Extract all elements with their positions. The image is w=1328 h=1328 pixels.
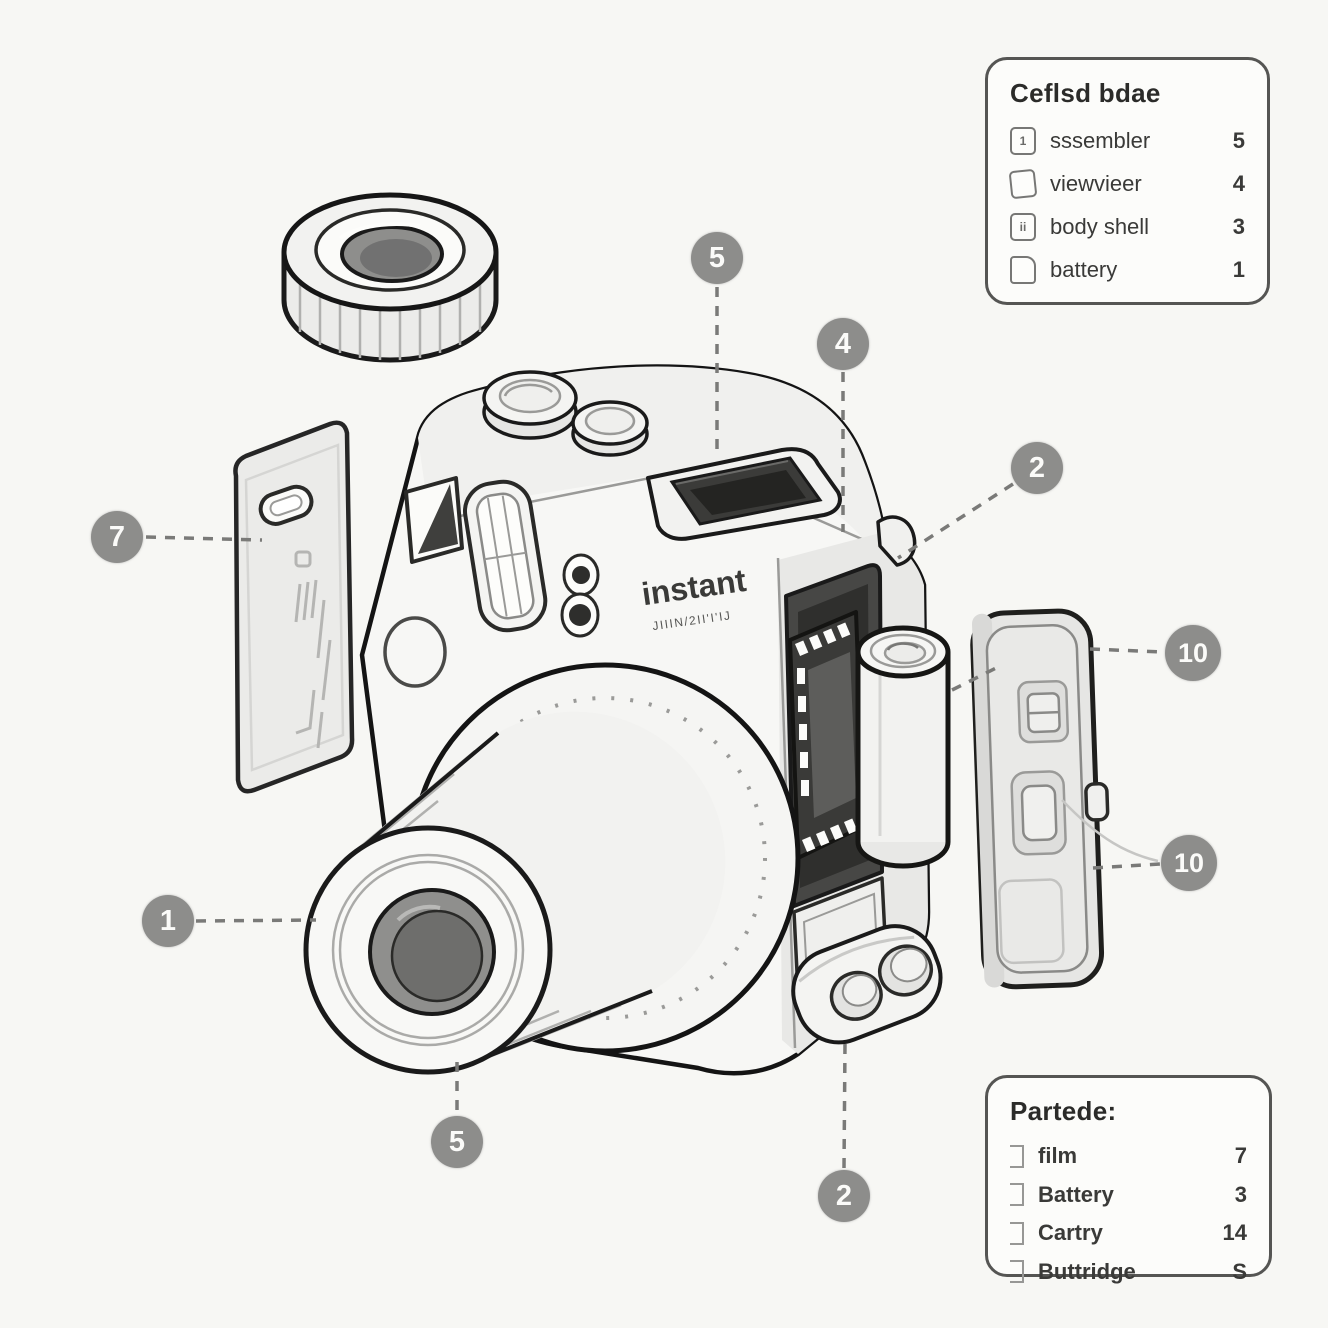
legend-row: Battery 3 [1010, 1176, 1247, 1215]
film-door [970, 608, 1110, 990]
callout-number: 2 [1028, 451, 1046, 484]
legend-bottom-title: Partede: [1010, 1096, 1117, 1126]
legend-box-bottom: Partede: film 7 Battery 3 Cartry 14 Butt… [985, 1075, 1272, 1284]
legend-label: battery [1050, 256, 1118, 282]
mode-dial [571, 400, 649, 457]
legend-row: Buttridge S [1010, 1253, 1247, 1292]
bracket-icon [1010, 1260, 1024, 1284]
film-strip [788, 610, 866, 860]
card-icon: ii [1010, 212, 1036, 241]
callout-number: 4 [834, 327, 852, 360]
callout-5-top: 5 [691, 232, 743, 284]
back-panel [233, 420, 355, 794]
button-pod [791, 924, 943, 1045]
legend-row: Cartry 14 [1010, 1214, 1247, 1253]
panel-wordmark [294, 550, 332, 749]
legend-row: viewvieer 4 [1008, 162, 1245, 205]
callout-5-bottom: 5 [431, 1116, 483, 1168]
shutter-dial [482, 370, 578, 440]
indicator-dots [560, 553, 600, 638]
light-sensor-port [383, 616, 447, 688]
callout-10-bottom: 10 [1161, 835, 1217, 891]
callout-2-bottom: 2 [818, 1170, 870, 1222]
legend-qty: 5 [1232, 127, 1245, 153]
door-recess-mid [1010, 770, 1067, 856]
legend-qty: 4 [1232, 170, 1245, 196]
callout-10-top: 10 [1165, 625, 1221, 681]
page-icon [1010, 255, 1036, 284]
callout-4: 4 [817, 318, 869, 370]
legend-qty: 3 [1234, 1181, 1247, 1207]
bracket-icon [1010, 1221, 1024, 1245]
tag-icon [1008, 168, 1038, 199]
legend-qty: S [1232, 1258, 1247, 1284]
legend-qty: 1 [1232, 256, 1245, 282]
legend-row: 1 sssembler 5 [1010, 119, 1245, 162]
legend-label: sssembler [1050, 127, 1151, 153]
front-viewfinder [463, 479, 548, 633]
callout-number: 1 [159, 904, 177, 937]
legend-label: Battery [1038, 1181, 1114, 1207]
lens-cap [281, 192, 499, 363]
door-recess-top [1017, 679, 1070, 744]
book-icon: 1 [1010, 126, 1036, 155]
callout-number: 2 [835, 1179, 853, 1212]
callout-number: 5 [448, 1125, 466, 1158]
flash-window [404, 476, 464, 564]
legend-row: battery 1 [1010, 248, 1245, 291]
legend-label: Cartry [1038, 1220, 1103, 1246]
legend-label: Buttridge [1038, 1258, 1136, 1284]
legend-qty: 7 [1234, 1143, 1247, 1169]
legend-qty: 14 [1222, 1220, 1247, 1246]
battery-cylinder [855, 625, 951, 869]
legend-qty: 3 [1232, 213, 1245, 239]
latch-pointer-line [1061, 799, 1159, 863]
callout-number: 7 [108, 520, 126, 553]
legend-row: film 7 [1010, 1137, 1247, 1176]
lens-assembly [303, 662, 801, 1075]
legend-box-top: Ceflsd bdae 1 sssembler 5 viewvieer 4 ii… [985, 57, 1270, 305]
legend-label: viewvieer [1050, 170, 1142, 196]
legend-label: body shell [1050, 213, 1150, 239]
door-latch [1084, 782, 1110, 822]
legend-row: ii body shell 3 [1010, 205, 1245, 248]
legend-label: film [1038, 1143, 1078, 1169]
callout-1: 1 [142, 895, 194, 947]
callout-number: 10 [1177, 637, 1209, 668]
callout-2-right: 2 [1011, 442, 1063, 494]
callout-number: 10 [1173, 847, 1205, 878]
strap-lug [876, 515, 917, 567]
callout-7: 7 [91, 511, 143, 563]
top-viewfinder-window [646, 447, 842, 541]
callout-number: 5 [708, 241, 726, 274]
legend-top-title: Ceflsd bdae [1010, 78, 1161, 108]
bracket-icon [1010, 1144, 1024, 1168]
bracket-icon [1010, 1183, 1024, 1207]
leader-lines [145, 287, 1164, 1169]
